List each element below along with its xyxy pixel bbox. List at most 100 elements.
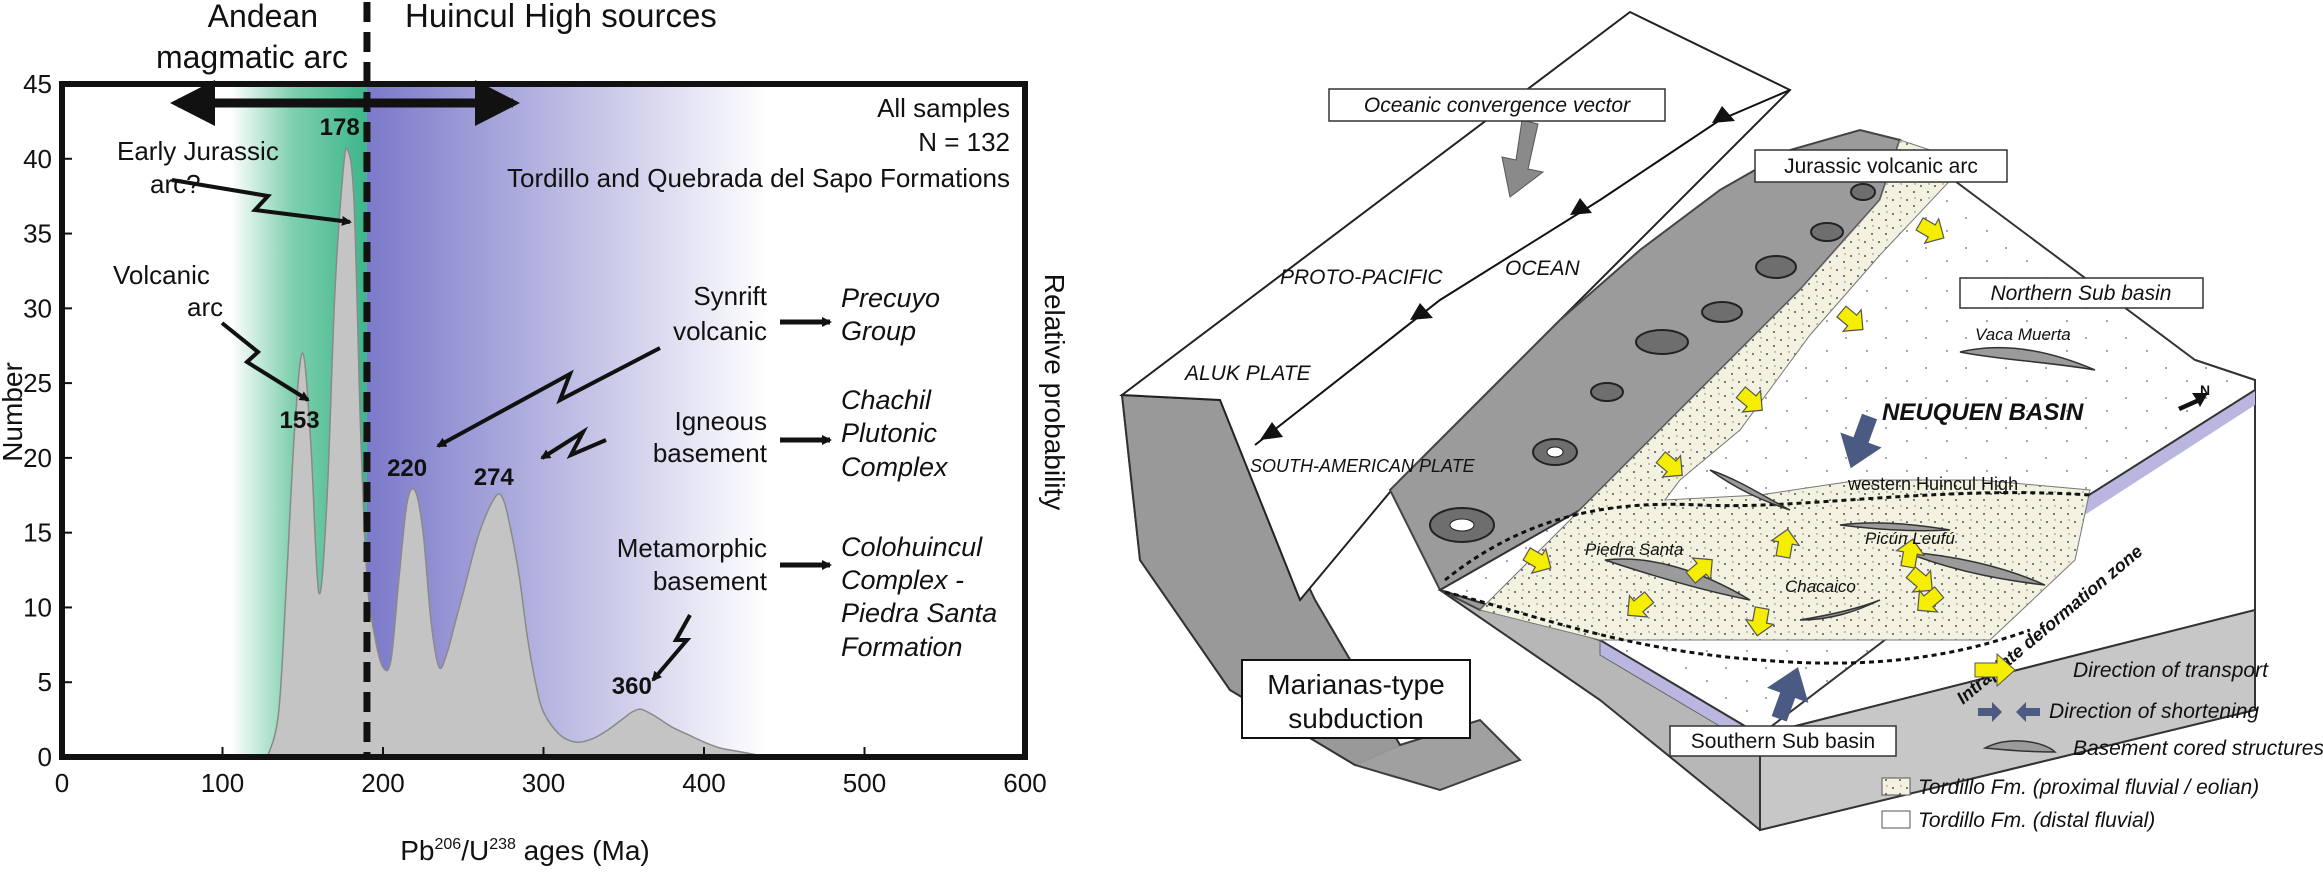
right-side-face [1759, 359, 2256, 832]
formations-label: Tordillo and Quebrada del Sapo Formation… [507, 163, 1010, 193]
ocean-label: OCEAN [1505, 257, 1581, 280]
aluk-plate-label: ALUK PLATE [1183, 362, 1312, 385]
transport-arrow [1917, 586, 1945, 613]
peak-label: 153 [280, 407, 320, 434]
samples-label: All samples [877, 93, 1010, 123]
volcano-crater [1546, 446, 1564, 458]
legend-transport-icon [1974, 652, 2016, 688]
piedra-santa-label: Piedra Santa [1585, 540, 1683, 559]
legend-shortening-icon [1978, 702, 2040, 722]
basement-structure [1839, 522, 1951, 532]
probability-curve [266, 147, 769, 758]
proto-pacific-label: PROTO-PACIFIC [1280, 266, 1443, 289]
double-arrow-right-head [475, 80, 520, 126]
precuyo-label: Precuyo [841, 283, 940, 313]
metamorphic-pointer [651, 614, 692, 682]
colo-label-4: Formation [841, 632, 963, 662]
x-title-end: ages (Ma) [516, 835, 650, 866]
oceanic-vector-label: Oceanic convergence vector [1364, 94, 1631, 117]
x-tick-label: 600 [1003, 768, 1046, 798]
y-tick-label: 0 [38, 742, 52, 772]
southern-sub-basin-box [1669, 725, 1897, 757]
volcano [1590, 382, 1624, 402]
basement-structure [1604, 558, 1751, 601]
y-tick-label: 45 [23, 69, 52, 99]
x-tick-label: 200 [361, 768, 404, 798]
transport-arrow [1685, 557, 1713, 584]
western-huincul-label: western Huincul High [1847, 474, 2018, 494]
y-axis-title: Number [0, 362, 28, 462]
basement-structure [1709, 469, 1791, 511]
x-axis-title: Pb206/U238 ages (Ma) [400, 835, 649, 866]
jurassic-arc-label: Jurassic volcanic arc [1784, 155, 1978, 178]
transport-arrow [1895, 538, 1926, 569]
trench-tooth [1570, 198, 1592, 215]
igneous-label: Igneous [674, 406, 767, 436]
legend-proximal-label: Tordillo Fm. (proximal fluvial / eolian) [1918, 776, 2259, 799]
samples-count: N = 132 [918, 127, 1010, 157]
magmatic-arc-label: magmatic arc [156, 39, 348, 75]
legend: Direction of transport Direction of shor… [1881, 652, 2323, 832]
transport-arrow [1905, 566, 1933, 593]
y-tick-label: 25 [23, 368, 52, 398]
legend-distal-swatch [1881, 810, 1911, 829]
x-tick-label: 100 [201, 768, 244, 798]
northern-sub-basin-label: Northern Sub basin [1991, 282, 2172, 305]
andean-label: Andean [208, 0, 318, 34]
shortening-arrow-south [1767, 667, 1809, 722]
igneous-label-2: basement [653, 438, 768, 468]
oceanic-vector-box [1328, 88, 1666, 122]
south-american-plate-label: SOUTH-AMERICAN PLATE [1250, 456, 1476, 476]
shortening-arrow-north [1840, 413, 1882, 469]
proximal-fluvial-belt [1479, 139, 2091, 641]
early-jurassic-label: Early Jurassic [117, 136, 279, 166]
volcano [1850, 183, 1876, 201]
y-tick-label: 40 [23, 144, 52, 174]
peak-label: 178 [320, 114, 360, 141]
picun-leufu-label: Picún Leufú [1865, 529, 1955, 548]
volcanic-arc-label: Volcanic [113, 260, 210, 290]
legend-basement-label: Basement cored structures [2073, 737, 2323, 760]
x-title-sup1: 206 [435, 836, 462, 853]
basement-structure [1904, 551, 2046, 586]
y-tick-label: 30 [23, 293, 52, 323]
transport-arrow [1770, 528, 1801, 559]
volcanic-arc-label-2: arc [187, 292, 223, 322]
marianas-box [1241, 659, 1471, 739]
volcano [1635, 329, 1689, 355]
legend-shortening-label: Direction of shortening [2049, 700, 2259, 723]
metamorphic-label: Metamorphic [617, 533, 767, 563]
legend-proximal-swatch [1881, 777, 1911, 796]
y-tick-label: 10 [23, 592, 52, 622]
chachil-label-2: Plutonic [841, 418, 938, 448]
y-tick-label: 35 [23, 219, 52, 249]
northern-sub-basin-box [1959, 277, 2204, 309]
volcano-crater [1449, 518, 1475, 532]
transport-arrow [1836, 305, 1864, 332]
y-tick-label: 20 [23, 443, 52, 473]
chachil-label: Chachil [841, 385, 932, 415]
y-tick-label: 15 [23, 518, 52, 548]
chachil-label-3: Complex [841, 452, 949, 482]
x-title-sup2: 238 [489, 836, 516, 853]
transport-arrow [1744, 606, 1775, 637]
vaca-muerta-label: Vaca Muerta [1975, 325, 2071, 344]
southern-sub-basin-label: Southern Sub basin [1691, 730, 1875, 753]
north-arrow [2178, 393, 2208, 411]
transport-arrows [1522, 217, 1945, 637]
basement-structure [1799, 599, 1881, 621]
synrift-label: Synrift [693, 281, 767, 311]
chacaico-label: Chacaico [1785, 577, 1856, 596]
x-title-main: Pb [400, 835, 434, 866]
peak-label: 220 [387, 455, 427, 482]
peak-label: 360 [612, 673, 652, 700]
transport-arrow [1735, 386, 1763, 413]
transport-arrow [1627, 591, 1655, 618]
oceanic-vector-arrow [1501, 119, 1545, 198]
early-jurassic-pointer [171, 178, 352, 226]
precuyo-label-2: Group [841, 316, 916, 346]
jurassic-arc-box [1754, 149, 2008, 183]
